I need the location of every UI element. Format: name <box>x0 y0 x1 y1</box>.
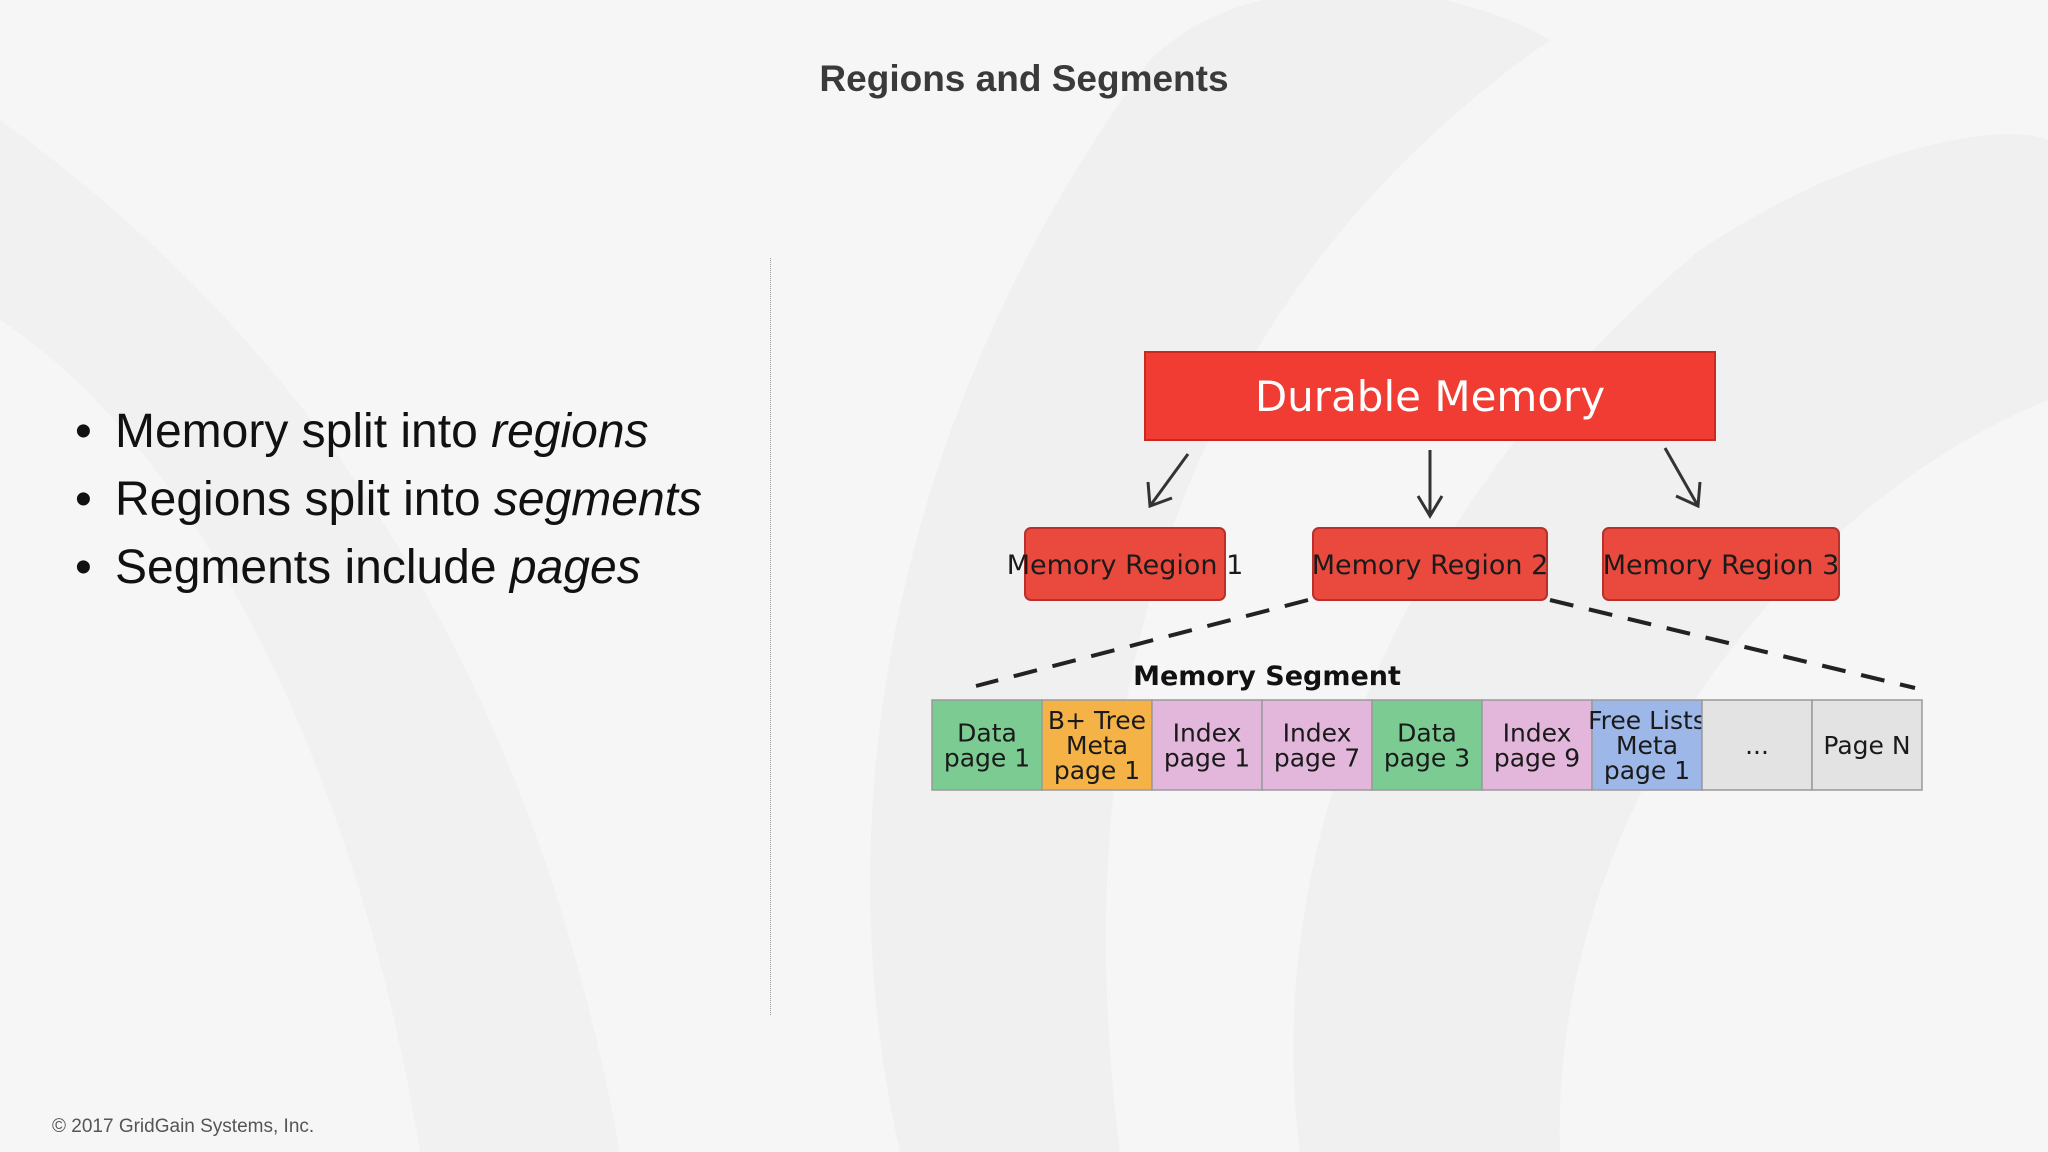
arrow-to-region-3 <box>1663 447 1702 509</box>
memory-segment-title: Memory Segment <box>1133 661 1401 692</box>
segment-page-label: B+ Tree <box>1048 706 1146 735</box>
bullet-item: •Regions split into segments <box>75 473 702 526</box>
segment-page-label: Index <box>1173 719 1242 748</box>
segment-page-label: ... <box>1745 731 1769 760</box>
segment-page-label: page 1 <box>1164 744 1250 773</box>
slide-title: Regions and Segments <box>819 58 1229 99</box>
bullet-item: •Segments include pages <box>75 541 641 594</box>
segment-page-label: page 9 <box>1494 744 1580 773</box>
segment-page-label: page 7 <box>1274 744 1360 773</box>
segment-page-label: page 3 <box>1384 744 1470 773</box>
segment-page-label: Index <box>1283 719 1352 748</box>
segment-page-label: Meta <box>1066 731 1128 760</box>
segment-page-label: Data <box>957 719 1017 748</box>
copyright-footer: © 2017 GridGain Systems, Inc. <box>52 1116 315 1137</box>
segment-page-label: page 1 <box>1054 756 1140 785</box>
segment-page-label: Page N <box>1823 731 1910 760</box>
segment-page-label: Meta <box>1616 731 1678 760</box>
memory-region-2-label: Memory Region 2 <box>1312 550 1549 581</box>
segment-page-label: Free Lists <box>1588 706 1706 735</box>
segment-page-cell <box>1041 699 1153 791</box>
segment-page-label: Index <box>1503 719 1572 748</box>
bullet-text: Segments include <box>115 541 510 594</box>
memory-region-3-label: Memory Region 3 <box>1603 550 1840 581</box>
memory-region-1-label: Memory Region 1 <box>1007 550 1244 581</box>
vertical-divider <box>770 258 771 1015</box>
bullet-emphasis: regions <box>491 405 649 458</box>
memory-region-3-box <box>1602 527 1840 601</box>
segment-page-cell <box>1811 699 1923 791</box>
bullet-text: Regions split into <box>115 473 494 526</box>
durable-memory-box <box>1144 351 1716 441</box>
segment-page-cell <box>1371 699 1483 791</box>
segment-page-cell <box>1481 699 1593 791</box>
bullet-item: •Memory split into regions <box>75 405 649 458</box>
segment-page-label: page 1 <box>1604 756 1690 785</box>
memory-region-2-box <box>1312 527 1548 601</box>
bullet-emphasis: pages <box>509 541 641 594</box>
zoom-line-left <box>975 598 1309 688</box>
bullet-text: Memory split into <box>115 405 492 458</box>
durable-memory-label: Durable Memory <box>1255 372 1605 421</box>
zoom-line-right <box>1549 598 1916 690</box>
segment-page-cell <box>1151 699 1263 791</box>
segment-page-cell <box>1591 699 1703 791</box>
bullet-list: •Memory split into regions •Regions spli… <box>75 398 702 602</box>
segment-page-cell <box>1261 699 1373 791</box>
memory-region-1-box <box>1024 527 1226 601</box>
segment-page-label: Data <box>1397 719 1457 748</box>
arrow-to-region-2 <box>1416 450 1444 519</box>
segment-page-label: page 1 <box>944 744 1030 773</box>
segment-page-cell <box>1701 699 1813 791</box>
bullet-emphasis: segments <box>493 473 702 526</box>
arrow-to-region-1 <box>1146 453 1190 509</box>
segment-page-cell <box>931 699 1043 791</box>
